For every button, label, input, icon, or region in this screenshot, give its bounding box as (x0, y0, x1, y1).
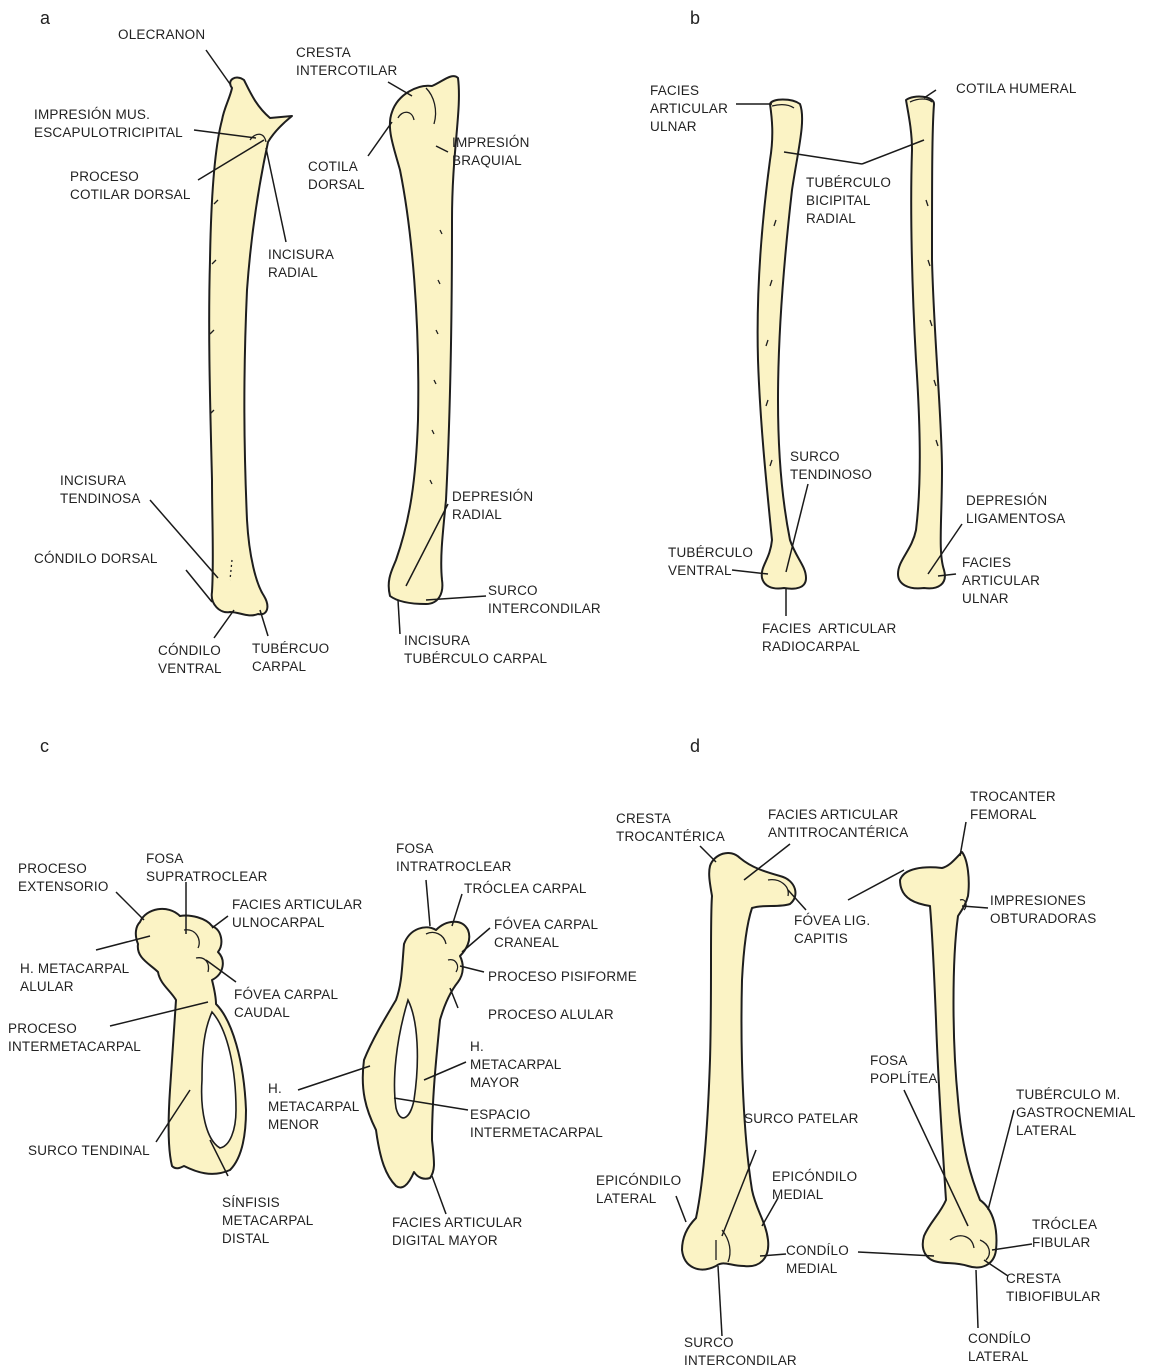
label-surco-patelar: SURCO PATELAR (744, 1110, 859, 1128)
carpometacarpus-bone-2 (363, 922, 470, 1188)
panel-label-d: d (690, 736, 700, 757)
ulna-caudal-bone (389, 76, 459, 604)
ulna-bone (209, 78, 292, 616)
panel-label-c: c (40, 736, 49, 757)
label-impresion-mus: IMPRESIÓN MUS.ESCAPULOTRICIPITAL (34, 106, 183, 142)
label-proceso-pisiforme: PROCESO PISIFORME (488, 968, 637, 986)
label-cotila-humeral: COTILA HUMERAL (956, 80, 1077, 98)
panel-label-b: b (690, 8, 700, 29)
label-troclea-carpal: TRÓCLEA CARPAL (464, 880, 587, 898)
radius-bone-2 (898, 97, 945, 589)
label-surco-tendinal: SURCO TENDINAL (28, 1142, 150, 1160)
label-olecranon: OLECRANON (118, 26, 205, 44)
femur-bone-1 (682, 853, 795, 1270)
label-condilo-dorsal: CÓNDILO DORSAL (34, 550, 158, 568)
radius-bone-1 (758, 100, 806, 589)
label-fovea-lig-capitis: FÓVEA LIG.CAPITIS (794, 912, 870, 948)
panel-label-a: a (40, 8, 50, 29)
label-proceso-alular: PROCESO ALULAR (488, 1006, 614, 1024)
carpometacarpus-bone-1 (136, 909, 246, 1174)
